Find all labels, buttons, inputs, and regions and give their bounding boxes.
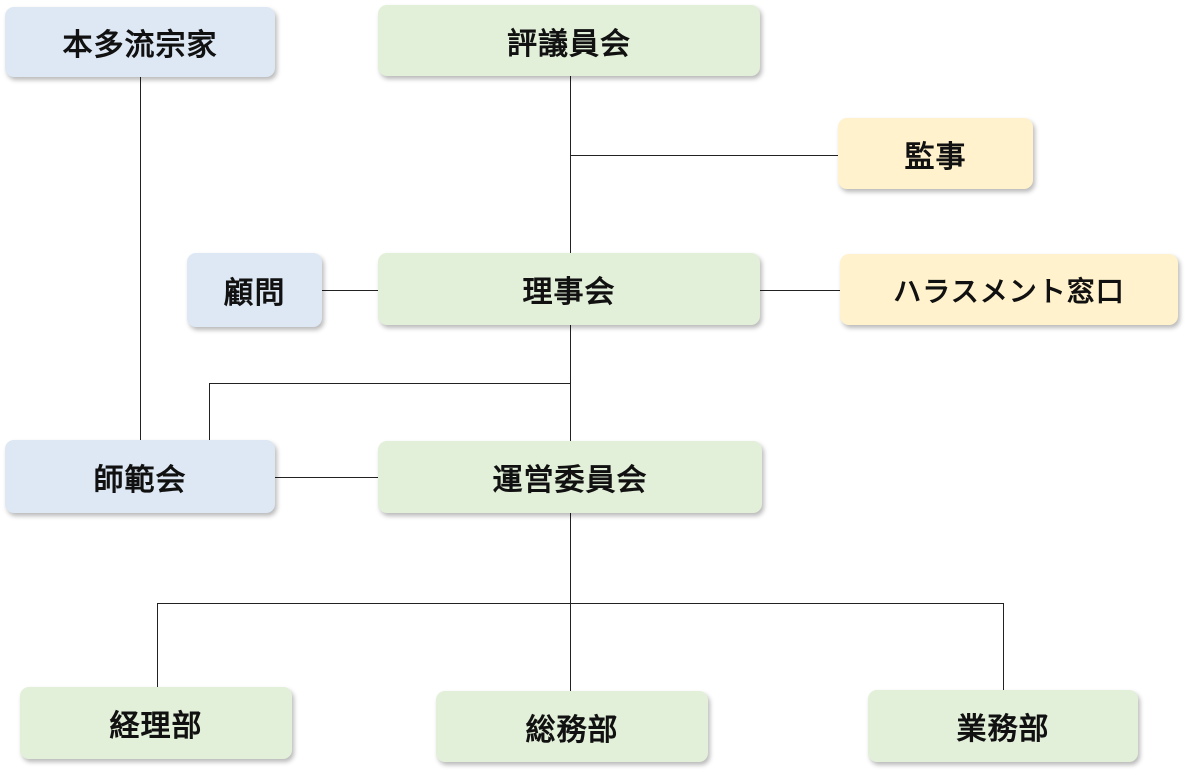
line-uneiiinkai-down [570,513,571,691]
node-somubu: 総務部 [436,691,708,762]
line-to-shihankai-drop [209,383,210,440]
line-to-keiribu [157,603,158,687]
line-hyogiinkai-rijikai [570,76,571,253]
node-rijikai: 理事会 [378,253,760,325]
node-komon: 顧問 [187,253,322,327]
line-soke-shihankai [140,77,141,440]
line-to-gyomubu [1003,603,1004,690]
line-shihankai-uneiiinkai [275,477,378,478]
node-hyogiinkai: 評議員会 [378,5,760,76]
line-to-kanji [570,155,838,156]
line-to-shihankai-top [209,383,570,384]
line-komon-rijikai [322,290,378,291]
line-rijikai-harassment [760,290,840,291]
node-kanji: 監事 [838,118,1033,189]
node-keiribu: 経理部 [20,687,292,759]
node-gyomubu: 業務部 [868,690,1138,762]
node-shihankai: 師範会 [5,440,275,513]
node-soke: 本多流宗家 [5,7,275,77]
line-departments-bus [157,603,1004,604]
node-uneiiinkai: 運営委員会 [378,441,762,513]
line-rijikai-uneiiinkai [570,325,571,441]
node-harassment: ハラスメント窓口 [840,254,1178,325]
